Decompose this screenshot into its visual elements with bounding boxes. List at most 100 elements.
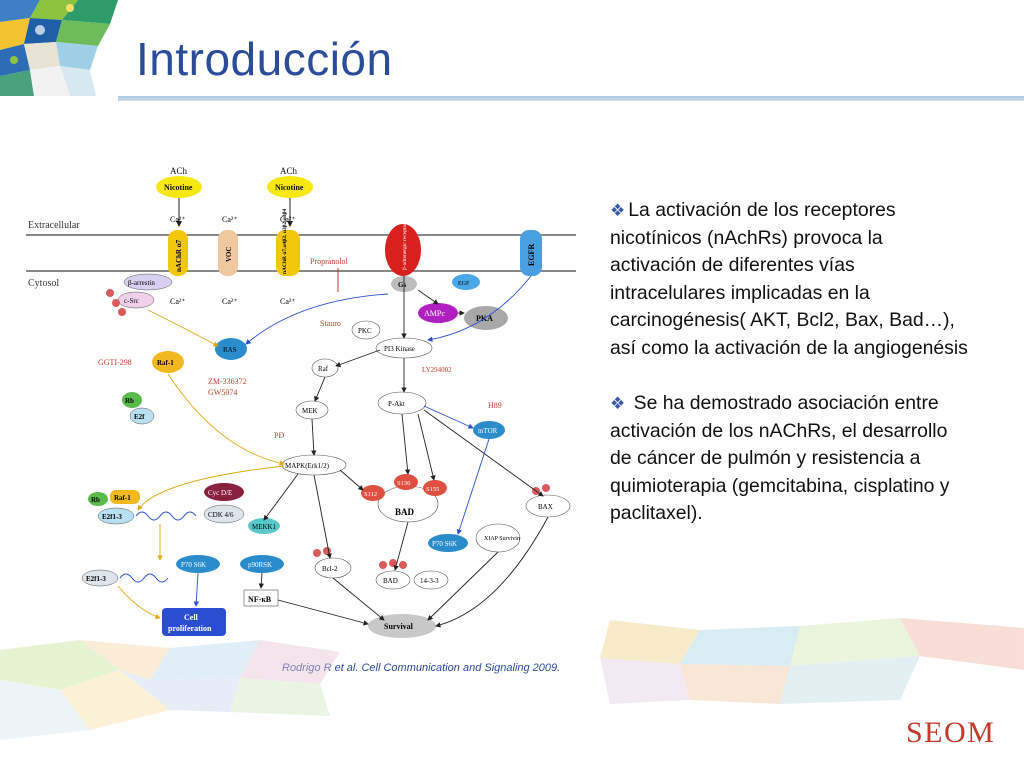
label-xiap: XIAP Survivin [484,536,520,542]
label-stauro: Stauro [320,319,341,328]
p-badge [106,289,114,297]
label-pkc: PKC [358,327,372,335]
label-ca-a: Ca²⁺ [170,215,186,224]
label-gs: Gs [398,281,406,289]
label-ca-b: Ca²⁺ [222,215,238,224]
label-bax: BAX [538,503,553,511]
label-e2f13-a: E2f1-3 [102,513,122,521]
node-nicotine-2 [267,176,313,198]
node-s136 [394,474,418,490]
bullet-item: ❖La activación de los receptores nicotín… [610,197,970,362]
label-s155: S155 [426,486,439,493]
label-s136: S136 [397,480,411,487]
node-beta-adrenergic-receptor [385,224,421,276]
node-s155 [423,480,447,496]
node-cycde [204,483,244,501]
node-cell-proliferation [162,608,226,636]
node-p70s6k-b [176,555,220,573]
label-cell-proliferation-1: Cell [184,613,199,622]
node-nachr-multi [276,230,300,276]
label-raf: Raf [318,365,329,373]
label-nachr-multi: nAChR α7,α4β2, α3β2,α3β4 [282,209,288,274]
label-egf: EGF [458,281,470,287]
label-ly: LY294002 [422,366,452,374]
label-voc: VOC [225,247,233,262]
bullet-list: ❖La activación de los receptores nicotín… [610,197,970,528]
label-zm: ZM-336372 [208,377,247,386]
bullet-text: Se ha demostrado asociación entre activa… [610,392,950,524]
node-raf1 [152,351,184,373]
bullet-item: ❖ Se ha demostrado asociación entre acti… [610,390,970,528]
node-p70s6k-a [428,534,468,552]
label-beta-arrestin: β-arrestin [128,279,155,287]
label-raf1-b: Raf-1 [114,494,131,502]
label-cell-proliferation-2: proliferation [168,624,212,633]
label-ach-2: ACh [280,166,298,176]
diamond-bullet-icon: ❖ [610,394,626,413]
node-raf1-b [110,490,140,504]
label-s112: S112 [364,491,377,498]
diamond-bullet-icon: ❖ [610,201,626,220]
label-extracellular: Extracellular [28,220,80,231]
node-rb-2 [88,492,108,506]
label-nfkb: NF-κB [248,595,272,604]
node-egf [452,274,480,290]
label-h89: H89 [488,401,502,410]
label-ras: RAS [223,346,237,354]
dna-helix-1 [135,511,197,521]
label-pi3k: PI3 Kinase [384,345,415,353]
node-survival [368,614,436,638]
node-mtor [473,421,505,439]
p-badge [323,547,331,555]
label-e2f13-b: E2f1-3 [86,575,106,583]
label-ca-e: Ca²⁺ [222,297,238,306]
node-p90rsk [240,555,284,573]
label-pakt: P-Akt [388,400,405,408]
node-nachr-a7 [168,230,188,276]
p-badge [112,299,120,307]
node-e2f [129,407,155,425]
node-14-3-3 [413,570,449,590]
label-cdk46: CDK 4/6 [208,511,234,519]
node-ampc [418,303,458,323]
node-s112 [361,485,385,501]
p-badge [542,484,550,492]
label-raf1: Raf-1 [157,359,174,367]
header-mosaic-logo [0,0,118,96]
node-nicotine-1 [156,176,202,198]
label-p70s6k-b: P70 S6K [181,561,206,569]
label-mapk: MAPK(Erk1/2) [285,462,330,470]
node-bad-2 [375,570,411,590]
label-nicotine-2: Nicotine [275,183,304,192]
label-ca-f: Ca²⁺ [280,297,296,306]
label-rb: Rb [125,397,134,405]
label-14-3-3: 14-3-3 [420,577,439,585]
label-p90rsk: p90RSK [248,561,272,569]
p-badge [118,308,126,316]
label-p70s6k-a: P70 S6K [432,540,457,548]
footer-mosaic [0,600,1024,768]
node-mekk1 [248,518,280,534]
label-ca-c: Ca²⁺ [280,215,296,224]
node-ras [215,338,247,360]
label-rb-2: Rb [91,496,100,504]
label-survival: Survival [384,622,414,631]
pathway-arrows [117,275,549,628]
node-e2f13-a [97,507,135,525]
node-cdk46 [203,504,245,524]
node-egfr [520,230,542,276]
node-e2f13-b [81,569,119,587]
bullet-text: La activación de los receptores nicotíni… [610,199,968,359]
header-rule [118,96,1024,101]
label-ampc: AMPc [424,309,445,318]
dna-helix-2 [119,573,169,583]
node-voc [218,230,238,276]
node-rb [122,392,142,408]
label-ggti: GGTI-298 [98,358,132,367]
node-beta-arrestin [123,273,173,291]
label-nicotine-1: Nicotine [164,183,193,192]
label-csrc: c-Src [124,297,139,305]
label-pd: PD [274,431,284,440]
label-e2f: E2f [134,413,145,421]
node-pkc [351,320,381,340]
